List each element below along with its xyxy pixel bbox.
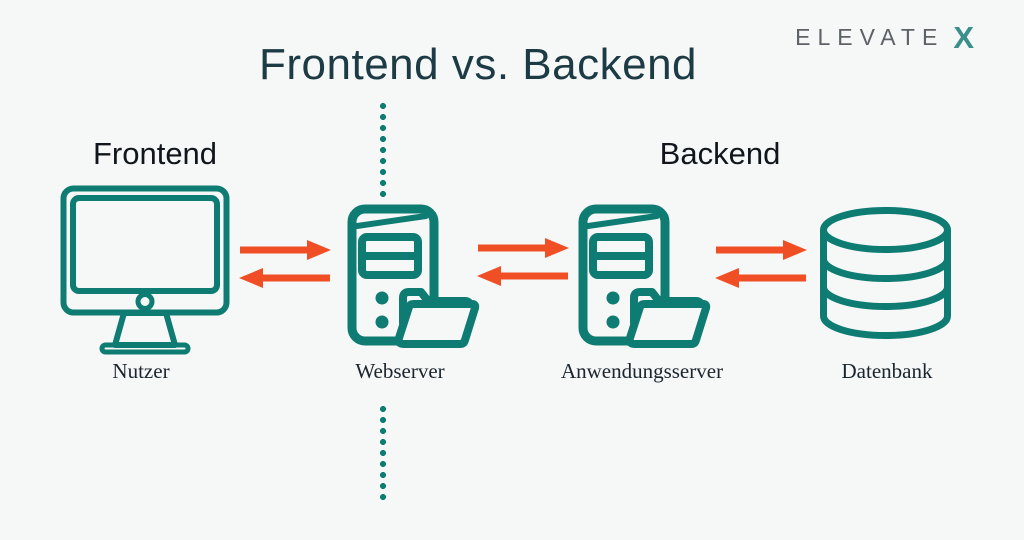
appserver-server-folder-icon <box>578 203 713 348</box>
arrow-left-icon <box>715 268 806 288</box>
webserver-server-folder-icon <box>347 203 482 348</box>
database-icon <box>818 206 953 341</box>
arrow-left-icon <box>477 266 568 286</box>
arrow-left-icon <box>239 268 330 288</box>
backend-section-label: Backend <box>659 136 781 171</box>
arrow-right-icon <box>716 240 807 260</box>
node-label-webserver: Webserver <box>355 359 445 383</box>
dotted-divider-top <box>379 101 387 202</box>
connection-appserver-datenbank <box>714 240 808 288</box>
page-title: Frontend vs. Backend <box>258 40 698 89</box>
brand-wordmark: ELEVATE <box>795 24 945 50</box>
frontend-section-label: Frontend <box>92 136 218 171</box>
node-label-anwendungsserver: Anwendungsserver <box>560 359 724 383</box>
node-label-nutzer: Nutzer <box>112 359 170 383</box>
connection-webserver-appserver <box>476 238 570 286</box>
monitor-icon <box>60 185 230 355</box>
arrow-right-icon <box>240 240 331 260</box>
brand-x-icon: X <box>953 20 974 55</box>
dotted-divider-bottom <box>379 404 387 505</box>
connection-nutzer-webserver <box>238 240 332 288</box>
brand-logo: ELEVATE X <box>795 22 974 53</box>
node-label-datenbank: Datenbank <box>841 359 933 383</box>
arrow-right-icon <box>478 238 569 258</box>
